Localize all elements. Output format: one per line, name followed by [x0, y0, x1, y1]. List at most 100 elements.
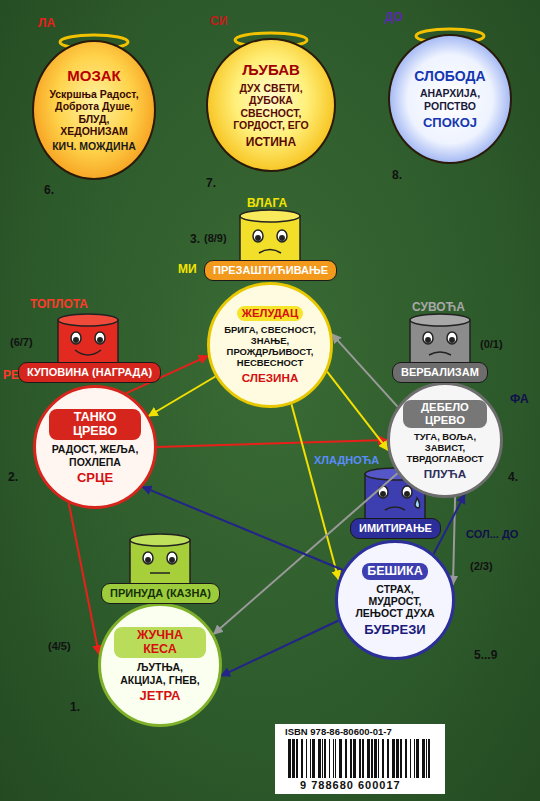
organ-circle: ДЕБЕЛО ЦРЕВОТУГА, ВОЉА, ЗАВИСТ, ТВРДОГЛА…: [387, 382, 503, 498]
hat-band: КУПОВИНА (НАГРАДА): [18, 362, 161, 383]
flow-arrow: [453, 497, 455, 584]
emotion-list: РАДОСТ, ЖЕЉА, ПОХЛЕПА: [49, 443, 141, 468]
bar: [306, 739, 307, 778]
band-label: КУПОВИНА (НАГРАДА): [27, 366, 152, 378]
hat-right: [410, 314, 470, 364]
hat-top: [240, 210, 300, 262]
flow-arrow: [327, 372, 388, 451]
bar: [318, 739, 321, 778]
callout-number: 5...9: [474, 648, 497, 662]
organ-circle: ЖЕЛУДАЦ БРИГА, СВЕСНОСТ, ЗНАЊЕ, ПРОЖДРЉИВ…: [207, 282, 333, 408]
element-name: ВЛАГА: [247, 196, 287, 210]
bar: [350, 739, 352, 778]
bar: [396, 739, 399, 778]
love-oval: ЉУБАВДУХ СВЕТИ, ДУБОКА СВЕСНОСТ, ГОРДОСТ…: [206, 38, 336, 172]
bar: [310, 739, 311, 778]
barcode-bars: [288, 739, 430, 778]
organ-circle: ТАНКО ЦРЕВОРАДОСТ, ЖЕЉА, ПОХЛЕПА СРЦЕ: [33, 385, 157, 509]
band-label: ПРИНУДА (КАЗНА): [110, 587, 211, 599]
isbn-text: ISBN 978-86-80600-01-7: [285, 726, 392, 737]
hat-green: [130, 534, 190, 584]
bar: [288, 739, 291, 778]
barcode-digits: 9 788680 600017: [300, 779, 401, 791]
bar: [426, 739, 427, 778]
solfege-note: ФА: [510, 392, 529, 406]
organ-name: ДЕБЕЛО ЦРЕВО: [403, 400, 487, 429]
oval-text: АНАРХИЈА, РОПСТВО: [402, 87, 498, 112]
bar: [405, 739, 407, 778]
flow-arrow: [292, 404, 339, 579]
bar: [345, 739, 347, 778]
organ-name: ТАНКО ЦРЕВО: [49, 409, 141, 441]
emotion-list: БРИГА, СВЕСНОСТ, ЗНАЊЕ, ПРОЖДРЉИВОСТ, НЕ…: [223, 324, 317, 369]
organ-name: ЖЕЛУДАЦ: [237, 306, 303, 321]
element-name: СУВОЋА: [412, 300, 465, 314]
brain-oval: МОЗАК Ускршња Радост, Доброта Душе, БЛУД,…: [32, 40, 156, 180]
bar: [428, 739, 430, 778]
callout-number: 8.: [392, 168, 402, 182]
hat-band: ВЕРБАЛИЗАМ: [392, 362, 488, 383]
oval-text: Ускршња Радост, Доброта Душе, БЛУД, ХЕДО…: [46, 88, 142, 138]
emotion-list: ТУГА, ВОЉА, ЗАВИСТ, ТВРДОГЛАВОСТ: [403, 431, 487, 464]
oval-title: МОЗАК: [67, 67, 121, 85]
bar: [324, 739, 326, 778]
callout-number: 4.: [508, 470, 518, 484]
bar: [374, 739, 377, 778]
emotion-list: СТРАХ, МУДРОСТ, ЛЕЊОСТ ДУХА: [351, 583, 439, 620]
bar: [371, 739, 373, 778]
band-label: ИМИТИРАЊЕ: [359, 522, 432, 534]
ratio-label: (0/1): [480, 338, 503, 350]
flow-arrow: [221, 621, 339, 676]
bar: [382, 739, 384, 778]
oval-text: ИСТИНА: [246, 135, 296, 149]
solfege-note: РЕ: [3, 368, 19, 382]
flow-arrow: [157, 440, 387, 447]
solfege-note: МИ: [178, 262, 197, 276]
flow-arrow: [149, 377, 216, 417]
bar: [362, 739, 364, 778]
emotion-list: ЉУТЊА, АКЦИЈА, ГНЕВ,: [114, 661, 206, 686]
oval-text: ДУХ СВЕТИ, ДУБОКА СВЕСНОСТ, ГОРДОСТ, ЕГО: [220, 82, 322, 132]
organ-circle: БЕШИКАСТРАХ, МУДРОСТ, ЛЕЊОСТ ДУХАБУБРЕЗИ: [335, 540, 455, 660]
bar: [335, 739, 336, 778]
organ-circle: ЖУЧНА КЕСАЉУТЊА, АКЦИЈА, ГНЕВ, ЈЕТРА: [98, 603, 222, 727]
bar: [400, 739, 402, 778]
ratio-label: (6/7): [10, 336, 33, 348]
callout-number: 2.: [8, 470, 18, 484]
callout-number: 1.: [70, 700, 80, 714]
bar: [296, 739, 298, 778]
bar: [414, 739, 415, 778]
callout-number: 7.: [206, 176, 216, 190]
ratio-label: (8/9): [204, 232, 227, 244]
hat-left: [58, 314, 118, 364]
bar: [378, 739, 379, 778]
bar: [410, 739, 411, 778]
bar: [312, 739, 315, 778]
hat-band: ИМИТИРАЊЕ: [350, 518, 441, 539]
bar: [367, 739, 370, 778]
solfege-note: СОЛ... ДО: [466, 528, 518, 540]
bar: [387, 739, 389, 778]
callout-number: 6.: [44, 183, 54, 197]
bar: [422, 739, 425, 778]
paired-organ: ПЛУЋА: [424, 467, 467, 481]
bar: [292, 739, 295, 778]
bar: [322, 739, 323, 778]
flow-arrow: [69, 503, 99, 654]
bar: [353, 739, 356, 778]
bar: [392, 739, 395, 778]
paired-organ: СРЦЕ: [77, 470, 113, 485]
element-name: ХЛАДНОЋА: [314, 454, 379, 466]
oval-text: СПОКОЈ: [423, 115, 477, 130]
paired-organ: ЈЕТРА: [140, 688, 181, 703]
band-label: ВЕРБАЛИЗАМ: [401, 366, 479, 378]
flow-arrow: [143, 487, 344, 570]
bar: [301, 739, 303, 778]
bar: [416, 739, 419, 778]
solfege-note: ЛА: [38, 16, 55, 30]
bar: [339, 739, 342, 778]
organ-name: ЖУЧНА КЕСА: [114, 627, 206, 659]
band-label: ПРЕЗАШТИЋИВАЊЕ: [213, 264, 328, 276]
oval-title: СЛОБОДА: [414, 68, 485, 85]
